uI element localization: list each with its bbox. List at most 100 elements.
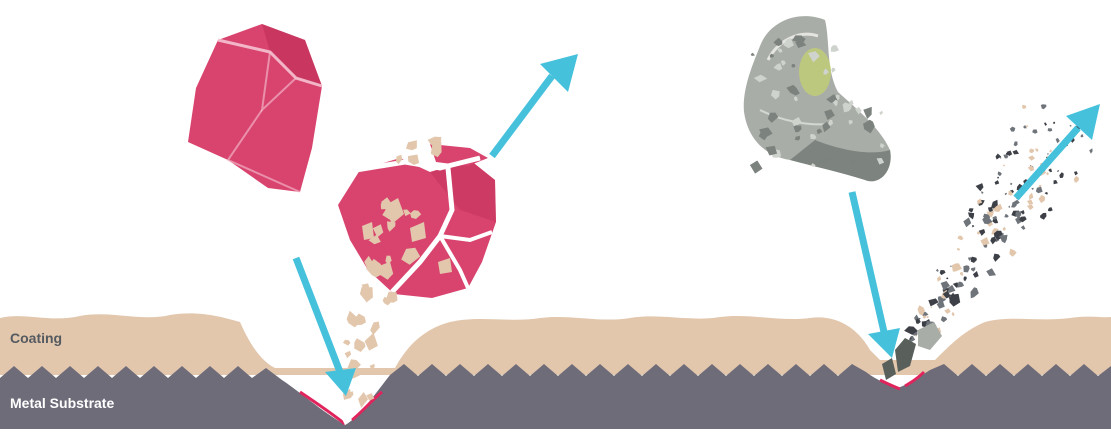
debris-chip	[1054, 180, 1058, 184]
debris-chip	[406, 140, 417, 150]
debris-chip	[1039, 185, 1042, 187]
debris-chip	[1010, 249, 1017, 257]
debris-chip	[1027, 205, 1034, 211]
debris-chip	[940, 270, 946, 275]
debris-chip	[831, 68, 835, 73]
debris-chip	[1059, 172, 1063, 178]
debris-chip	[1089, 148, 1092, 153]
debris-chip	[993, 254, 1000, 262]
debris-chip	[971, 287, 979, 298]
debris-chip	[931, 306, 932, 308]
debris-chip	[1004, 214, 1009, 218]
debris-chip	[1074, 176, 1079, 183]
debris-chip	[971, 267, 975, 271]
debris-chip	[1053, 122, 1055, 124]
debris-chip	[343, 340, 351, 346]
debris-chip	[950, 294, 961, 307]
debris-chip	[751, 53, 755, 56]
substrate-label: Metal Substrate	[10, 395, 114, 411]
debris-chip	[936, 269, 939, 272]
debris-chip	[879, 111, 883, 115]
debris-chip	[1005, 193, 1007, 196]
debris-chip	[1010, 127, 1016, 132]
debris-chip	[979, 229, 985, 236]
debris-chip	[927, 316, 930, 319]
debris-chip	[1044, 122, 1047, 126]
rock-particle-intact	[744, 16, 891, 181]
debris-chip	[1003, 155, 1008, 159]
debris-chip	[971, 257, 977, 263]
debris-chip	[937, 276, 941, 282]
debris-chip	[960, 272, 963, 276]
debris-chip	[1056, 138, 1060, 143]
debris-chip	[957, 236, 963, 241]
debris-chip	[1027, 200, 1033, 205]
debris-chip	[964, 276, 967, 281]
debris-chip	[1039, 195, 1046, 203]
debris-chip	[1022, 105, 1026, 109]
debris-chip	[1032, 129, 1037, 133]
debris-chip	[995, 180, 1000, 185]
debris-chip	[980, 237, 989, 245]
debris-chip	[1002, 227, 1005, 231]
debris-chip	[1031, 188, 1034, 190]
debris-chip	[1040, 213, 1047, 220]
debris-chip	[1070, 125, 1072, 127]
debris-chip	[950, 266, 952, 267]
debris-chip	[969, 208, 974, 212]
debris-chip	[1047, 153, 1049, 155]
debris-chip	[944, 308, 951, 314]
debris-chip	[973, 271, 979, 278]
debris-chip	[354, 314, 366, 326]
debris-chip	[963, 217, 971, 227]
ruby-particle-fractured	[338, 144, 496, 298]
debris-chip	[1048, 207, 1053, 211]
debris-chip	[831, 45, 839, 52]
debris-chip	[928, 298, 938, 306]
debris-chip	[365, 333, 378, 351]
debris-chip	[957, 248, 960, 251]
debris-chip	[1049, 169, 1052, 173]
debris-chip	[963, 265, 969, 272]
debris-chip	[1045, 192, 1048, 195]
debris-chip	[1081, 134, 1084, 137]
debris-chip	[370, 322, 380, 335]
debris-chip	[996, 154, 1002, 160]
debris-chip	[986, 268, 996, 276]
debris-chip	[1013, 150, 1020, 155]
debris-chip	[952, 312, 955, 316]
debris-chip	[1035, 149, 1038, 152]
debris-chip	[923, 315, 927, 318]
debris-chip	[1010, 183, 1012, 186]
debris-chip	[998, 172, 1002, 177]
arrow-rock-impact	[852, 192, 900, 358]
debris-chip	[1026, 125, 1029, 127]
debris-chip	[997, 177, 999, 179]
ruby-particle-intact	[188, 24, 322, 192]
debris-chip	[345, 351, 352, 358]
debris-chip	[750, 161, 763, 174]
debris-chip	[1049, 150, 1052, 153]
debris-chip	[952, 263, 962, 272]
debris-chip	[1048, 128, 1053, 131]
debris-chip	[1041, 104, 1047, 109]
debris-chip	[946, 277, 948, 279]
arrow-ruby-rebound	[492, 54, 578, 156]
debris-chip	[957, 282, 964, 288]
debris-chip	[1036, 187, 1043, 193]
debris-chip	[1029, 193, 1033, 201]
debris-chip	[1008, 206, 1010, 209]
debris-chip	[1028, 155, 1035, 160]
debris-chip	[1029, 149, 1034, 154]
debris-chip	[941, 316, 947, 322]
arrow-ruby-impact	[296, 258, 356, 396]
debris-chip	[1003, 165, 1006, 167]
debris-chip	[990, 237, 996, 245]
arrow-rock-rebound	[1016, 104, 1100, 198]
coating-label: Coating	[10, 330, 62, 346]
debris-chip	[981, 191, 983, 194]
debris-chip	[1057, 170, 1059, 172]
debris-chip	[976, 183, 984, 191]
